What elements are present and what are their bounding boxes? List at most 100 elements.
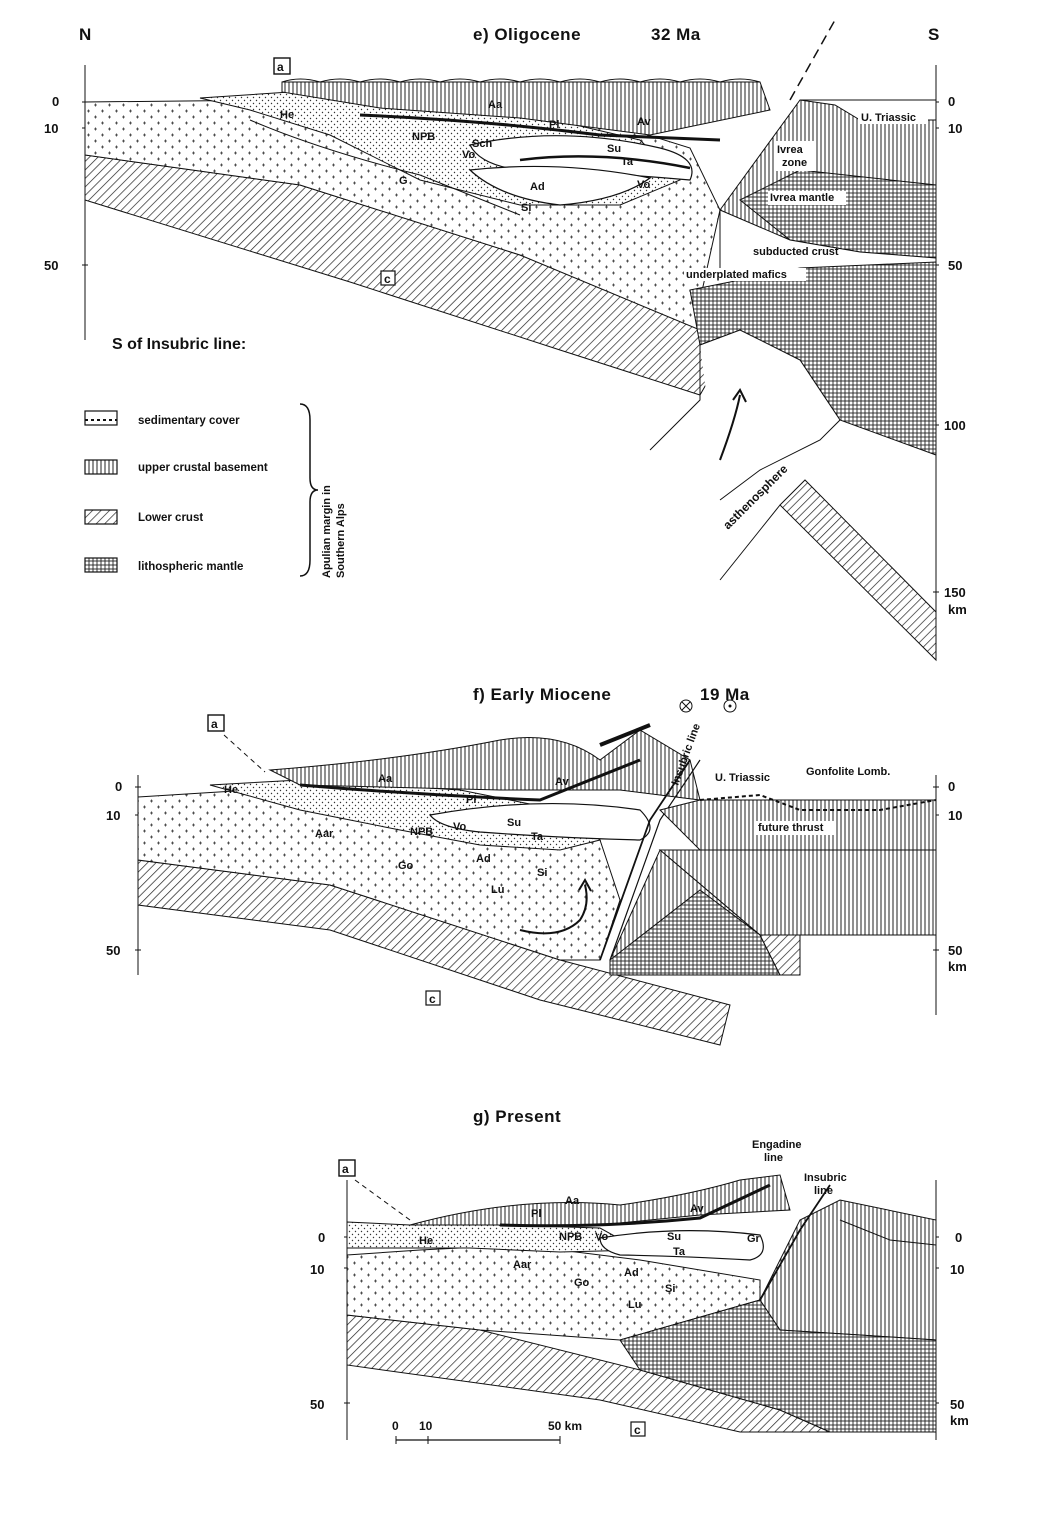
panel-f-right-tick-10: 10 <box>948 808 962 823</box>
panel-f-marker-a-text: a <box>211 717 218 731</box>
panel-e-marker-a-text: a <box>277 60 284 74</box>
panel-g-label-engadine: Engadine <box>752 1139 802 1151</box>
panel-e-unit-vo2: Vo <box>637 179 651 191</box>
panel-g-southern-alps <box>759 1199 937 1341</box>
panel-f-age: 19 Ma <box>700 685 750 704</box>
panel-e-oligocene: e) Oligocene 32 Ma N S 0 10 50 0 10 50 1… <box>44 19 967 662</box>
panel-g-unit-gr: Gr <box>747 1233 761 1245</box>
panel-g-scale-zero: 0 <box>392 1419 399 1433</box>
legend-swatch-upper-crust <box>84 459 118 475</box>
legend-swatch-lithospheric-mantle <box>84 557 118 573</box>
panel-f-unit-he: He <box>224 784 238 796</box>
panel-e-austroalpine <box>281 81 771 136</box>
panel-e-unit-si: Si <box>521 202 531 214</box>
panel-g-left-tick-50: 50 <box>310 1397 324 1412</box>
panel-g-scale-bar: 0 10 50 km <box>392 1419 582 1444</box>
panel-f-marker-a <box>207 714 225 732</box>
panel-f-unit-su: Su <box>507 817 521 829</box>
panel-e-unit-pl: Pl <box>549 119 559 131</box>
panel-f-label-u-triassic: U. Triassic <box>715 772 770 784</box>
panel-e-unit-g: G <box>399 175 408 187</box>
panel-g-left-tick-0: 0 <box>318 1230 325 1245</box>
panel-g-unit-av: Av <box>690 1203 705 1215</box>
panel-g-unit-aar: Aar <box>513 1259 532 1271</box>
panel-e-age: 32 Ma <box>651 25 701 44</box>
panel-e-label-zone: zone <box>782 157 807 169</box>
legend-label-sedimentary-cover: sedimentary cover <box>138 415 240 427</box>
south-label: S <box>928 25 940 44</box>
panel-e-unit-npb: NPB <box>412 131 435 143</box>
panel-f-right-tick-50: 50 <box>948 943 962 958</box>
panel-f-unit-go: Go <box>398 860 414 872</box>
panel-g-scale-ten: 10 <box>419 1419 433 1433</box>
legend-swatch-lower-crust <box>84 509 118 525</box>
panel-g-marker-c-text: c <box>634 1423 641 1437</box>
legend-label-lithospheric-mantle: lithospheric mantle <box>138 561 243 573</box>
panel-e-label-underplated-mafics: underplated mafics <box>686 269 787 281</box>
legend-swatch-sedimentary-cover <box>84 410 118 426</box>
panel-g-unit-ta: Ta <box>673 1246 686 1258</box>
panel-f-unit-lu: Lu <box>491 884 504 896</box>
panel-e-right-unit: km <box>948 602 967 617</box>
panel-f-left-tick-0: 0 <box>115 779 122 794</box>
panel-g-unit-go: Go <box>574 1277 590 1289</box>
panel-e-left-tick-10: 10 <box>44 121 58 136</box>
panel-f-left-tick-50: 50 <box>106 943 120 958</box>
legend: S of Insubric line: sedimentary cover up… <box>84 336 347 578</box>
panel-g-label-insubric-line: line <box>814 1185 833 1197</box>
panel-e-right-tick-10: 10 <box>948 121 962 136</box>
panel-g-unit-he: He <box>419 1235 433 1247</box>
panel-e-unit-vo: Vo <box>462 149 476 161</box>
panel-e-right-tick-150: 150 <box>944 585 966 600</box>
panel-e-right-tick-0: 0 <box>948 94 955 109</box>
panel-e-right-tick-100: 100 <box>944 418 966 433</box>
north-label: N <box>79 25 92 44</box>
panel-e-unit-su: Su <box>607 143 621 155</box>
panel-g-marker-a <box>338 1159 356 1177</box>
panel-e-label-ivrea-mantle: Ivrea mantle <box>770 192 834 204</box>
panel-g-left-tick-10: 10 <box>310 1262 324 1277</box>
panel-f-unit-pl: Pl <box>466 794 476 806</box>
panel-f-marker-c <box>425 990 441 1006</box>
panel-g-unit-si: Si <box>665 1283 675 1295</box>
panel-g-present: g) Present 0 10 50 0 10 50 km a <box>310 1107 969 1444</box>
panel-f-unit-npb: NPB <box>410 826 433 838</box>
panel-g-unit-pl: Pl <box>531 1208 541 1220</box>
panel-e-right-tick-50: 50 <box>948 258 962 273</box>
panel-e-unit-sch: Sch <box>472 138 492 150</box>
panel-e-label-subducted-crust: subducted crust <box>753 246 839 258</box>
panel-e-title: e) Oligocene <box>473 25 581 44</box>
panel-f-unit-vo: Vo <box>453 821 467 833</box>
panel-f-unit-av: Av <box>555 776 570 788</box>
panel-g-unit-npb: NPB <box>559 1231 582 1243</box>
panel-f-label-future-thrust: future thrust <box>758 822 824 834</box>
panel-e-unit-ta: Ta <box>621 156 634 168</box>
panel-e-marker-c-text: c <box>384 272 391 286</box>
panel-g-unit-ad: Ad <box>624 1267 639 1279</box>
panel-e-marker-a <box>273 57 291 75</box>
panel-f-early-miocene: f) Early Miocene 19 Ma 0 10 50 0 10 50 k… <box>106 685 967 1046</box>
panel-g-unit-lu: Lu <box>628 1299 641 1311</box>
panel-f-unit-ta: Ta <box>531 831 544 843</box>
panel-g-mantle <box>619 1299 937 1433</box>
panel-e-unit-ad: Ad <box>530 181 545 193</box>
panel-g-unit-vo: Vo <box>595 1231 609 1243</box>
legend-brace <box>299 403 319 577</box>
panel-f-left-tick-10: 10 <box>106 808 120 823</box>
legend-heading: S of Insubric line: <box>112 336 246 353</box>
panel-e-label-u-triassic: U. Triassic <box>861 112 916 124</box>
panel-f-unit-si: Si <box>537 867 547 879</box>
legend-brace-label-2: Southern Alps <box>335 503 347 578</box>
panel-g-austroalpine <box>409 1174 791 1226</box>
panel-g-label-engadine-line: line <box>764 1152 783 1164</box>
panel-f-label-gonfolite: Gonfolite Lomb. <box>806 766 890 778</box>
panel-f-unit-aar: Aar <box>315 828 334 840</box>
panel-e-left-tick-50: 50 <box>44 258 58 273</box>
panel-g-marker-c <box>630 1421 646 1437</box>
panel-e-unit-av: Av <box>637 116 652 128</box>
panel-g-label-insubric: Insubric <box>804 1172 847 1184</box>
legend-label-lower-crust: Lower crust <box>138 512 203 524</box>
panel-g-title: g) Present <box>473 1107 561 1126</box>
panel-f-austroalpine <box>268 729 701 801</box>
